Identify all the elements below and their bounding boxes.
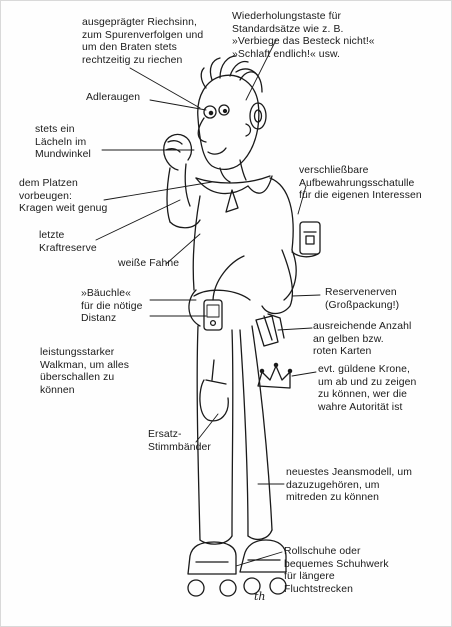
roller-skates-drawing <box>188 540 286 596</box>
head-drawing <box>198 56 266 169</box>
label-krone: evt. güldene Krone, um ab und zu zeigen … <box>318 364 416 414</box>
label-stimmbaender: Ersatz- Stimmbänder <box>148 429 211 454</box>
label-riechsinn: ausgeprägter Riechsinn, zum Spurenverfol… <box>82 17 203 67</box>
label-jeans: neuestes Jeansmodell, um dazuzugehören, … <box>286 467 412 505</box>
label-karten: ausreichende Anzahl an gelben bzw. roten… <box>313 321 411 359</box>
label-baeuchle: »Bäuchle« für die nötige Distanz <box>81 288 142 326</box>
crown-drawing <box>258 363 292 388</box>
label-adleraugen: Adleraugen <box>86 92 140 105</box>
voice-pouch-drawing <box>200 360 228 421</box>
label-walkman: leistungsstarker Walkman, um alles übers… <box>40 347 129 397</box>
label-laecheln: stets ein Lächeln im Mundwinkel <box>35 124 91 162</box>
label-kragen: dem Platzen vorbeugen: Kragen weit genug <box>19 178 107 216</box>
label-schatulle: verschließbare Aufbewahrungsschatulle fü… <box>299 165 422 203</box>
label-reservenerven: Reservenerven (Großpackung!) <box>325 287 399 312</box>
label-kraftreserve: letzte Kraftreserve <box>39 230 97 255</box>
label-rollschuhe: Rollschuhe oder bequemes Schuhwerk für l… <box>284 546 389 596</box>
label-wiederholungstaste: Wiederholungstaste für Standardsätze wie… <box>232 11 375 61</box>
raised-arm-drawing <box>164 134 200 227</box>
artist-signature: th <box>254 590 266 603</box>
label-weisse-fahne: weiße Fahne <box>118 258 179 271</box>
